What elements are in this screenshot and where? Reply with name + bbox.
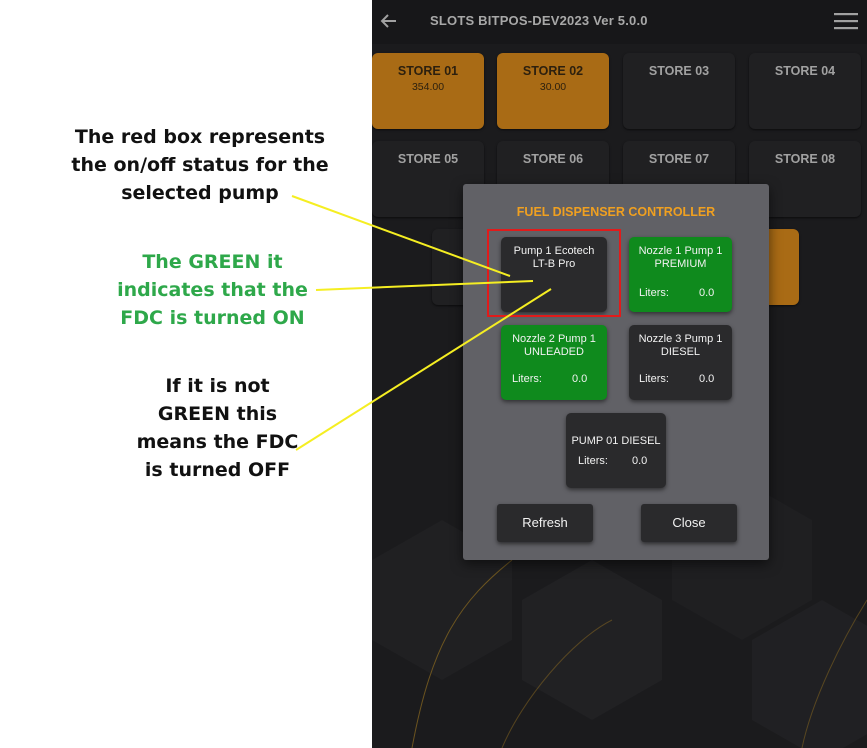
annotation-not-green: If it is not GREEN this means the FDC is… <box>125 372 310 484</box>
liters-value: 0.0 <box>632 455 648 467</box>
store-name: STORE 03 <box>648 64 710 78</box>
arrow-left-icon[interactable] <box>376 8 402 34</box>
store-tile[interactable]: STORE 01 354.00 <box>372 53 484 129</box>
store-tile[interactable]: STORE 03 <box>623 53 735 129</box>
store-value: 354.00 <box>411 81 445 93</box>
nozzle-name: Nozzle 2 Pump 1 UNLEADED <box>512 333 596 358</box>
annotation-red-box: The red box represents the on/off status… <box>70 123 330 207</box>
store-name: STORE 01 <box>397 64 459 78</box>
liters-label: Liters: <box>578 455 608 467</box>
controller-name: Pump 1 Ecotech LT-B Pro <box>513 245 595 270</box>
annotation-line: The red box represents <box>74 126 326 148</box>
annotation-line: FDC is turned ON <box>120 307 305 329</box>
nozzle-tile[interactable]: Nozzle 1 Pump 1 PREMIUM Liters: 0.0 <box>629 237 732 312</box>
nozzle-tile[interactable]: PUMP 01 DIESEL Liters: 0.0 <box>566 413 666 488</box>
app-screen: SLOTS BITPOS-DEV2023 Ver 5.0.0 STORE 01 … <box>372 0 867 748</box>
annotation-line: the on/off status for the <box>71 154 329 176</box>
store-name: STORE 07 <box>648 152 710 166</box>
dialog-title: FUEL DISPENSER CONTROLLER <box>516 205 716 219</box>
annotation-line: The GREEN it <box>142 251 283 273</box>
liters-label: Liters: <box>639 287 669 299</box>
store-name: STORE 08 <box>774 152 836 166</box>
nozzle-tile[interactable]: Nozzle 3 Pump 1 DIESEL Liters: 0.0 <box>629 325 732 400</box>
highlight-box <box>487 229 621 317</box>
annotation-line: If it is not <box>165 375 270 397</box>
annotation-line: indicates that the <box>117 279 308 301</box>
liters-value: 0.0 <box>699 287 715 299</box>
hamburger-menu-icon[interactable] <box>833 10 859 32</box>
store-value: 30.00 <box>539 81 567 93</box>
store-name: STORE 06 <box>522 152 584 166</box>
annotation-line: means the FDC <box>136 431 299 453</box>
annotation-line: GREEN this <box>157 403 278 425</box>
store-name: STORE 05 <box>397 152 459 166</box>
fuel-dispenser-dialog: FUEL DISPENSER CONTROLLER Pump 1 Ecotech… <box>463 184 769 560</box>
top-bar: SLOTS BITPOS-DEV2023 Ver 5.0.0 <box>372 0 867 44</box>
nozzle-name: Nozzle 3 Pump 1 DIESEL <box>638 333 723 358</box>
refresh-button[interactable]: Refresh <box>497 504 593 542</box>
annotation-green: The GREEN it indicates that the FDC is t… <box>100 248 325 332</box>
nozzle-name: PUMP 01 DIESEL <box>571 435 661 447</box>
store-name: STORE 02 <box>522 64 584 78</box>
liters-value: 0.0 <box>572 373 588 385</box>
store-tile[interactable]: STORE 02 30.00 <box>497 53 609 129</box>
app-title: SLOTS BITPOS-DEV2023 Ver 5.0.0 <box>430 13 648 28</box>
liters-label: Liters: <box>512 373 542 385</box>
liters-value: 0.0 <box>699 373 715 385</box>
store-tile[interactable]: STORE 04 <box>749 53 861 129</box>
annotation-line: selected pump <box>121 182 279 204</box>
nozzle-tile[interactable]: Nozzle 2 Pump 1 UNLEADED Liters: 0.0 <box>501 325 607 400</box>
close-button[interactable]: Close <box>641 504 737 542</box>
annotation-line: is turned OFF <box>144 459 291 481</box>
store-name: STORE 04 <box>774 64 836 78</box>
nozzle-name: Nozzle 1 Pump 1 PREMIUM <box>638 245 723 270</box>
liters-label: Liters: <box>639 373 669 385</box>
